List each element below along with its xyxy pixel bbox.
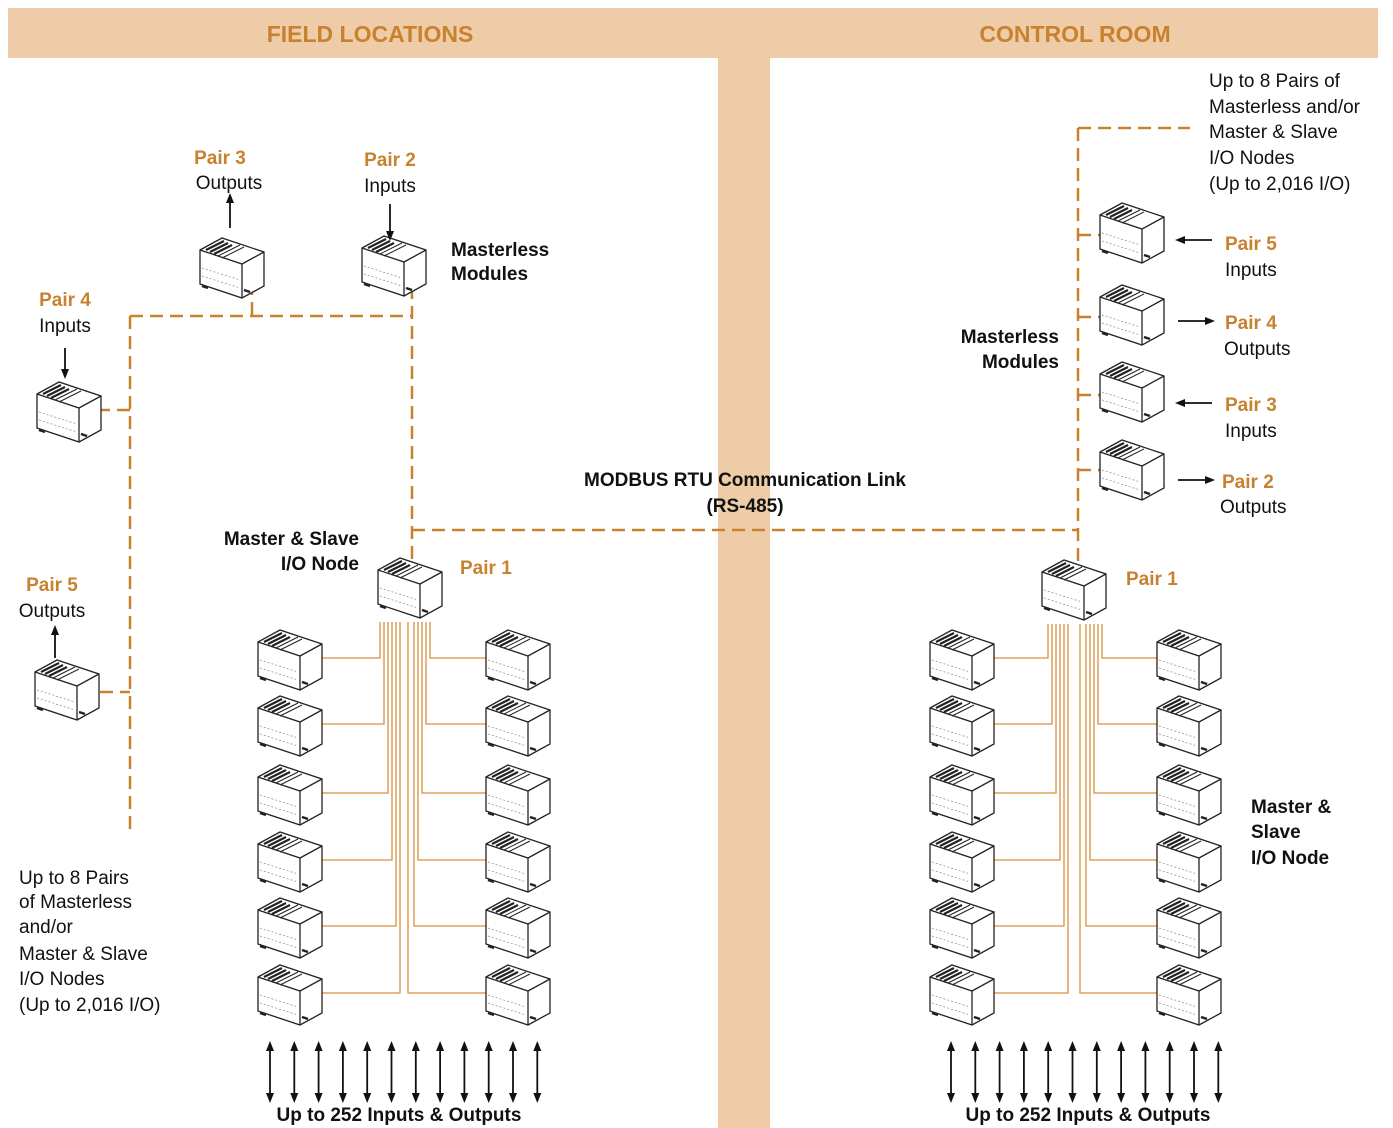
- control-pair5-sub: Inputs: [1225, 260, 1277, 281]
- field-io-caption: Up to 252 Inputs & Outputs: [277, 1105, 522, 1126]
- field-pair4-sub: Inputs: [39, 316, 91, 337]
- control-io-caption: Up to 252 Inputs & Outputs: [966, 1105, 1211, 1126]
- control-dashed-network: [1076, 126, 1190, 570]
- control-slave-modules: [928, 628, 1223, 1027]
- control-pair2-label: Pair 2: [1222, 472, 1274, 493]
- field-pair3-label: Pair 3: [194, 148, 246, 169]
- field-pair1-label: Pair 1: [460, 558, 512, 579]
- control-pair2-sub: Outputs: [1220, 497, 1287, 518]
- control-up-to-pairs: Up to 8 Pairs of Masterless and/or Maste…: [1209, 71, 1361, 195]
- link-subtitle: (RS-485): [706, 496, 783, 517]
- control-masterless-line2: Modules: [982, 352, 1059, 373]
- field-pair2-label: Pair 2: [364, 150, 416, 171]
- control-room-header: CONTROL ROOM: [979, 21, 1170, 47]
- control-master-node: [988, 558, 1160, 994]
- control-pair4-sub: Outputs: [1224, 339, 1291, 360]
- control-module-arrows: [1175, 236, 1215, 484]
- field-masterless-line2: Modules: [451, 264, 528, 285]
- control-pair4-module: [1098, 283, 1166, 347]
- field-pair3-sub: Outputs: [196, 173, 263, 194]
- control-up-to-line: Master & Slave: [1209, 122, 1338, 143]
- control-pair1-label: Pair 1: [1126, 569, 1178, 590]
- control-pair5-module: [1098, 201, 1166, 265]
- field-dashed-network: [97, 282, 1078, 830]
- control-pair2-module: [1098, 438, 1166, 502]
- field-up-to-line: (Up to 2,016 I/O): [19, 995, 161, 1016]
- control-pair5-label: Pair 5: [1225, 234, 1277, 255]
- control-pair3-module: [1098, 360, 1166, 424]
- field-pair2-sub: Inputs: [364, 176, 416, 197]
- field-pair2-module: [360, 234, 428, 298]
- control-master-slave-line3: I/O Node: [1251, 848, 1329, 869]
- field-up-to-line: I/O Nodes: [19, 969, 105, 990]
- field-pair5-module: [33, 658, 101, 722]
- field-master-slave-line2: I/O Node: [281, 554, 359, 575]
- control-master-slave-line2: Slave: [1251, 822, 1301, 843]
- control-master-slave-line1: Master &: [1251, 797, 1332, 818]
- field-slave-modules: [256, 628, 552, 1027]
- control-pair3-sub: Inputs: [1225, 421, 1277, 442]
- field-up-to-pairs: Up to 8 Pairs of Masterless and/or Maste…: [19, 868, 161, 1016]
- field-pair5-sub: Outputs: [19, 601, 86, 622]
- link-title: MODBUS RTU Communication Link: [584, 470, 906, 491]
- control-pair4-label: Pair 4: [1225, 313, 1277, 334]
- field-masterless-line1: Masterless: [451, 240, 549, 261]
- header-band: [8, 8, 1378, 58]
- divider-column: [718, 8, 770, 1128]
- field-io-arrows: [266, 1041, 542, 1103]
- field-pair4-label: Pair 4: [39, 290, 91, 311]
- field-locations-header: FIELD LOCATIONS: [267, 21, 474, 47]
- field-master-slave-line1: Master & Slave: [224, 529, 359, 550]
- field-master-node: [318, 556, 488, 994]
- field-up-to-line: and/or: [19, 917, 74, 938]
- field-up-to-line: of Masterless: [19, 892, 132, 913]
- field-module-arrows: [51, 193, 394, 658]
- field-pair5-label: Pair 5: [26, 575, 78, 596]
- field-pair3-module: [198, 236, 266, 300]
- field-up-to-line: Up to 8 Pairs: [19, 868, 129, 889]
- control-up-to-line: Up to 8 Pairs of: [1209, 71, 1341, 92]
- control-up-to-line: Masterless and/or: [1209, 97, 1361, 118]
- field-pair4-module: [35, 380, 103, 444]
- control-up-to-line: I/O Nodes: [1209, 148, 1295, 169]
- control-pair3-label: Pair 3: [1225, 395, 1277, 416]
- control-io-arrows: [947, 1041, 1223, 1103]
- field-up-to-line: Master & Slave: [19, 944, 148, 965]
- control-up-to-line: (Up to 2,016 I/O): [1209, 174, 1351, 195]
- control-masterless-line1: Masterless: [961, 327, 1059, 348]
